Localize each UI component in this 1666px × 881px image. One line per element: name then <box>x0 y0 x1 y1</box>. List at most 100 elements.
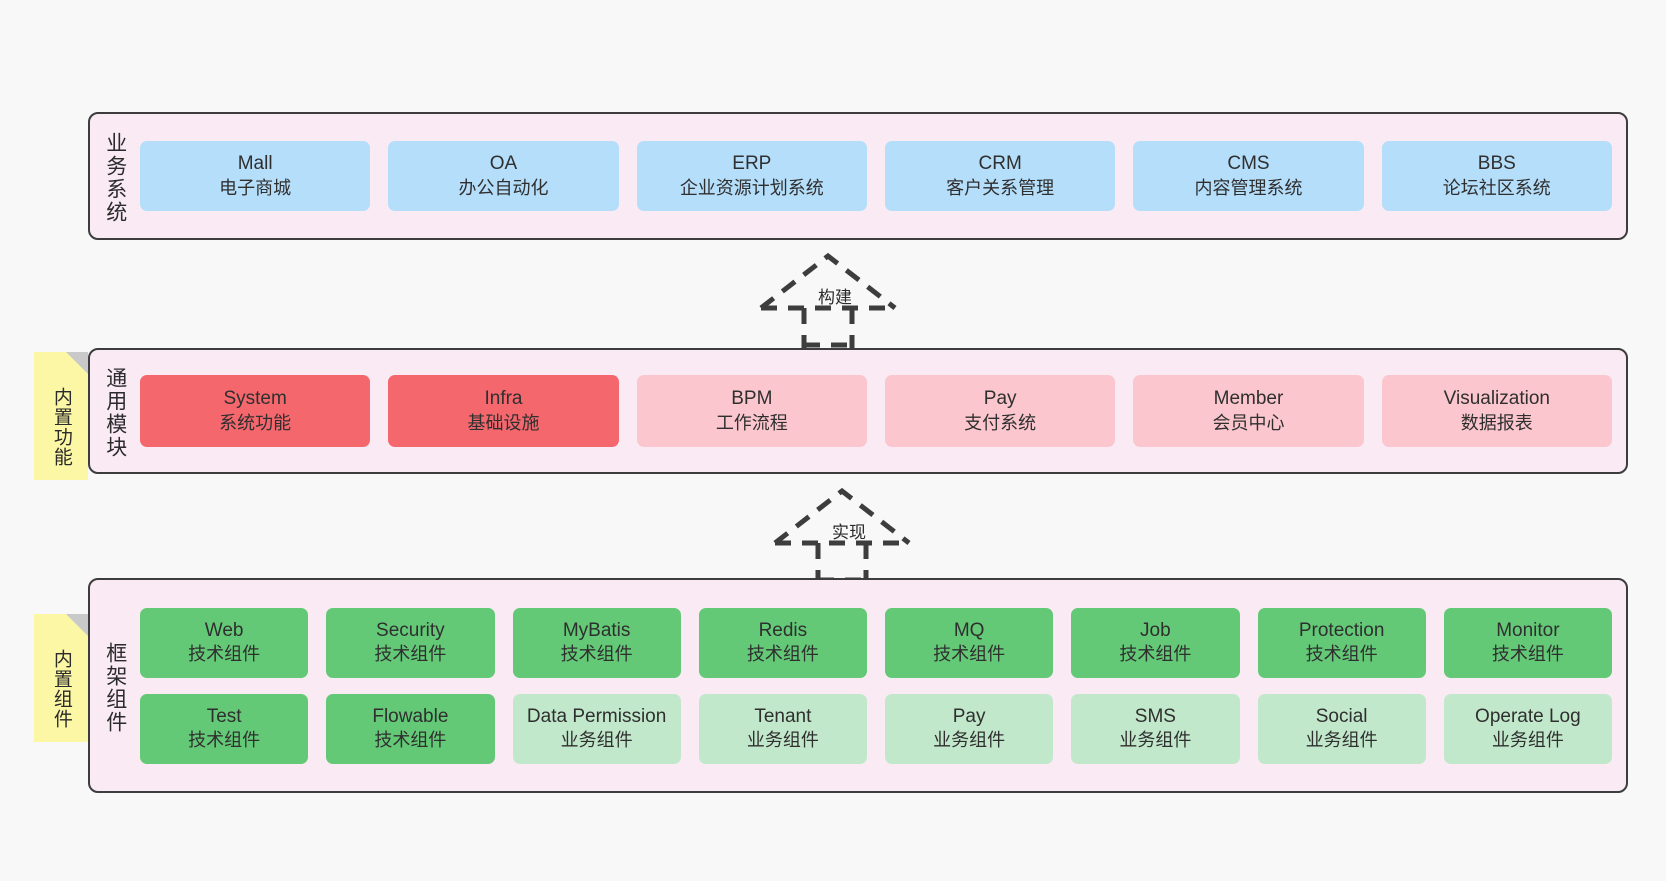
card-redis[interactable]: Redis 技术组件 <box>698 607 867 678</box>
card-subtitle: 业务组件 <box>1119 730 1192 751</box>
card-pay-business[interactable]: Pay 业务组件 <box>885 693 1054 764</box>
connector-implement-label: 实现 <box>832 523 866 542</box>
card-subtitle: 业务组件 <box>1305 730 1378 751</box>
card-title: Security <box>376 619 445 641</box>
card-title: Flowable <box>372 705 449 727</box>
card-title: BPM <box>731 388 773 410</box>
card-title: SMS <box>1134 705 1176 727</box>
card-row: Test 技术组件 Flowable 技术组件 Data Permission … <box>140 693 1612 764</box>
layer-title-common: 通用模块 <box>90 350 140 472</box>
card-title: Tenant <box>754 705 812 727</box>
card-title: Protection <box>1298 619 1385 641</box>
card-operate-log[interactable]: Operate Log 业务组件 <box>1443 693 1612 764</box>
card-mq[interactable]: MQ 技术组件 <box>885 607 1054 678</box>
card-row: System 系统功能 Infra 基础设施 BPM 工作流程 Pay 支付系统… <box>140 375 1612 447</box>
layer-framework-components: 框架组件 Web 技术组件 Security 技术组件 MyBatis 技术组件… <box>88 578 1628 793</box>
card-subtitle: 内容管理系统 <box>1194 177 1303 198</box>
card-title: System <box>223 388 287 410</box>
card-subtitle: 技术组件 <box>1119 644 1192 665</box>
card-system[interactable]: System 系统功能 <box>140 375 371 447</box>
card-title: Pay <box>983 388 1017 410</box>
layer-business-systems: 业务系统 Mall 电子商城 OA 办公自动化 ERP 企业资源计划系统 CRM <box>88 112 1628 240</box>
card-title: Pay <box>952 705 986 727</box>
card-subtitle: 业务组件 <box>560 730 633 751</box>
card-erp[interactable]: ERP 企业资源计划系统 <box>636 141 867 211</box>
card-subtitle: 支付系统 <box>964 412 1037 433</box>
card-title: MyBatis <box>562 619 631 641</box>
card-data-permission[interactable]: Data Permission 业务组件 <box>512 693 681 764</box>
card-subtitle: 企业资源计划系统 <box>679 177 824 198</box>
card-title: Test <box>206 705 242 727</box>
card-social[interactable]: Social 业务组件 <box>1257 693 1426 764</box>
card-title: Member <box>1213 388 1284 410</box>
card-tenant[interactable]: Tenant 业务组件 <box>698 693 867 764</box>
layer-body-common: System 系统功能 Infra 基础设施 BPM 工作流程 Pay 支付系统… <box>140 350 1626 472</box>
card-protection[interactable]: Protection 技术组件 <box>1257 607 1426 678</box>
card-visualization[interactable]: Visualization 数据报表 <box>1381 375 1612 447</box>
card-bpm[interactable]: BPM 工作流程 <box>636 375 867 447</box>
card-test[interactable]: Test 技术组件 <box>140 693 309 764</box>
layer-title-common-label: 通用模块 <box>103 367 127 459</box>
note-builtin-function: 内置功能 <box>34 352 88 480</box>
card-cms[interactable]: CMS 内容管理系统 <box>1133 141 1364 211</box>
card-title: Mall <box>237 153 273 175</box>
card-subtitle: 客户关系管理 <box>946 177 1055 198</box>
layer-title-business-label: 业务系统 <box>103 132 127 224</box>
card-subtitle: 技术组件 <box>1491 644 1564 665</box>
card-subtitle: 技术组件 <box>1305 644 1378 665</box>
layer-title-framework-label: 框架组件 <box>103 641 127 734</box>
note-builtin-component-label: 内置组件 <box>50 649 72 729</box>
card-subtitle: 技术组件 <box>746 644 819 665</box>
card-mybatis[interactable]: MyBatis 技术组件 <box>512 607 681 678</box>
card-row: Web 技术组件 Security 技术组件 MyBatis 技术组件 Redi… <box>140 607 1612 678</box>
card-oa[interactable]: OA 办公自动化 <box>388 141 619 211</box>
card-subtitle: 基础设施 <box>467 412 540 433</box>
card-subtitle: 办公自动化 <box>458 177 549 198</box>
card-flowable[interactable]: Flowable 技术组件 <box>326 693 495 764</box>
layer-body-business: Mall 电子商城 OA 办公自动化 ERP 企业资源计划系统 CRM 客户关系… <box>140 114 1626 238</box>
card-subtitle: 业务组件 <box>1491 730 1564 751</box>
card-monitor[interactable]: Monitor 技术组件 <box>1443 607 1612 678</box>
card-subtitle: 业务组件 <box>746 730 819 751</box>
layer-common-modules: 通用模块 System 系统功能 Infra 基础设施 BPM 工作流程 Pay <box>88 348 1628 474</box>
card-member[interactable]: Member 会员中心 <box>1133 375 1364 447</box>
card-web[interactable]: Web 技术组件 <box>140 607 309 678</box>
card-title: Monitor <box>1496 619 1560 641</box>
connector-build: 构建 <box>756 248 906 348</box>
card-title: ERP <box>732 153 772 175</box>
card-subtitle: 技术组件 <box>188 644 261 665</box>
card-subtitle: 技术组件 <box>933 644 1006 665</box>
card-security[interactable]: Security 技术组件 <box>326 607 495 678</box>
card-subtitle: 工作流程 <box>715 412 788 433</box>
card-title: Social <box>1315 705 1368 727</box>
card-mall[interactable]: Mall 电子商城 <box>140 141 371 211</box>
card-subtitle: 数据报表 <box>1460 412 1533 433</box>
card-job[interactable]: Job 技术组件 <box>1071 607 1240 678</box>
card-infra[interactable]: Infra 基础设施 <box>388 375 619 447</box>
card-pay[interactable]: Pay 支付系统 <box>884 375 1116 447</box>
card-title: OA <box>489 153 518 175</box>
card-title: Operate Log <box>1475 705 1581 727</box>
layer-title-business: 业务系统 <box>90 114 140 238</box>
card-title: Web <box>204 619 244 641</box>
card-subtitle: 会员中心 <box>1212 412 1285 433</box>
card-sms[interactable]: SMS 业务组件 <box>1071 693 1240 764</box>
card-title: BBS <box>1477 153 1516 175</box>
card-subtitle: 技术组件 <box>374 644 447 665</box>
card-title: Data Permission <box>526 705 667 727</box>
connector-build-label: 构建 <box>818 288 852 307</box>
connector-implement: 实现 <box>770 483 920 583</box>
generalization-triangle-icon <box>773 487 911 545</box>
card-crm[interactable]: CRM 客户关系管理 <box>884 141 1116 211</box>
card-subtitle: 技术组件 <box>374 730 447 751</box>
note-builtin-function-label: 内置功能 <box>50 387 72 467</box>
card-subtitle: 论坛社区系统 <box>1442 177 1551 198</box>
card-title: Redis <box>758 619 808 641</box>
card-row: Mall 电子商城 OA 办公自动化 ERP 企业资源计划系统 CRM 客户关系… <box>140 141 1612 211</box>
card-title: CMS <box>1227 153 1270 175</box>
card-subtitle: 电子商城 <box>219 177 292 198</box>
card-subtitle: 技术组件 <box>188 730 261 751</box>
card-bbs[interactable]: BBS 论坛社区系统 <box>1381 141 1612 211</box>
note-fold-icon <box>66 614 88 636</box>
